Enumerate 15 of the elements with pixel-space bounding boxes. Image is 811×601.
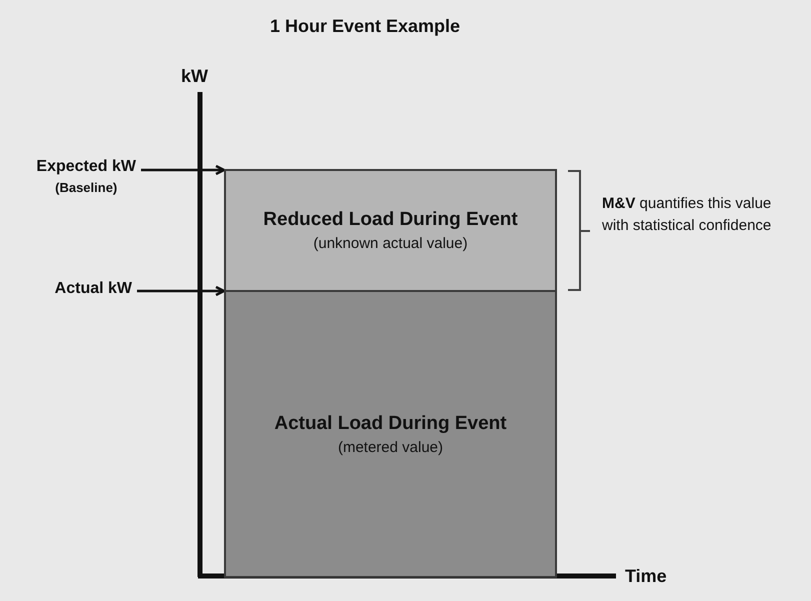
bar-note: (unknown actual value): [313, 235, 468, 252]
bar-label: Reduced Load During Event: [263, 209, 518, 231]
bar-note: (metered value): [338, 438, 444, 456]
bar-label: Actual Load During Event: [274, 412, 507, 434]
reduced-load-bar: [224, 169, 557, 292]
note-text: M&V quantifies this value with statistical confidence: [602, 194, 772, 236]
axis-label: Time: [625, 566, 667, 587]
note-text: (Baseline): [54, 180, 118, 195]
value-label: Expected kW: [36, 158, 136, 176]
arrow: [141, 164, 226, 176]
axis-label: kW: [181, 66, 208, 87]
arrow: [137, 286, 226, 296]
load-bar: [224, 290, 557, 578]
chart-title: 1 Hour Event Example: [270, 16, 460, 37]
value-label: Actual kW: [54, 280, 132, 298]
